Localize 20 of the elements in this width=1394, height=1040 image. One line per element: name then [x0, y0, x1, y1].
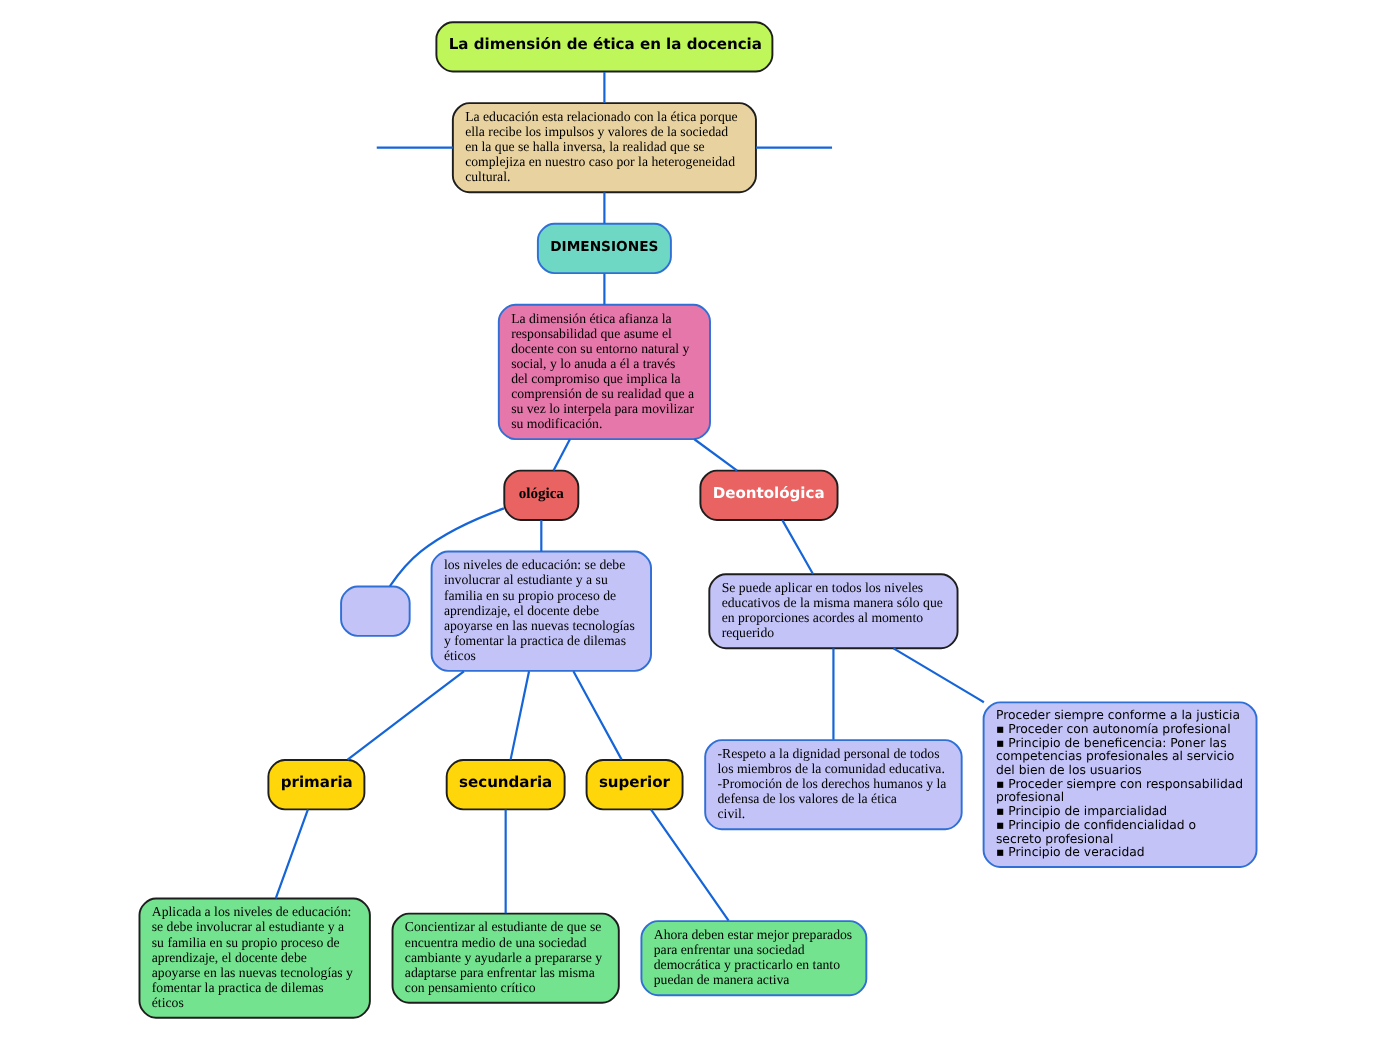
connector — [539, 520, 542, 552]
connector — [571, 670, 622, 761]
connector — [375, 146, 452, 149]
connector — [602, 192, 605, 224]
connector — [602, 273, 605, 305]
connector — [780, 519, 813, 575]
node-box: ológica — [502, 469, 579, 521]
connector — [273, 809, 308, 899]
connector — [649, 808, 729, 922]
connector — [345, 670, 464, 761]
connector — [831, 648, 834, 740]
connector — [508, 671, 530, 760]
connector — [755, 146, 832, 149]
connector — [388, 507, 504, 587]
connector — [551, 438, 570, 472]
node-box — [339, 585, 410, 637]
connector — [692, 438, 737, 472]
connector — [891, 647, 984, 704]
connector — [503, 809, 506, 914]
connector — [602, 71, 605, 103]
